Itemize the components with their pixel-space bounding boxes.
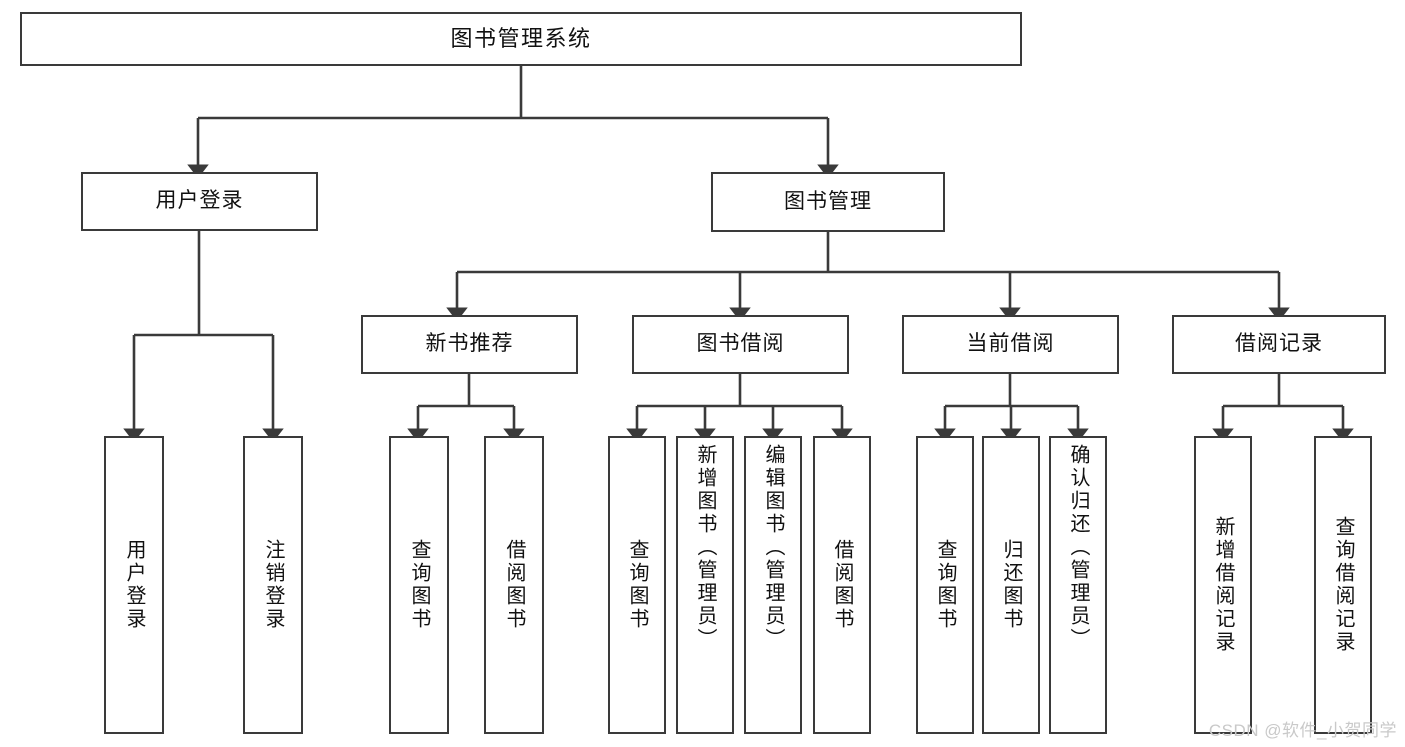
- node-leaf-query-record-label: 查询借阅记录: [1332, 516, 1354, 654]
- node-book-borrow[interactable]: 图书借阅: [632, 315, 849, 374]
- node-current-borrow[interactable]: 当前借阅: [902, 315, 1119, 374]
- watermark: CSDN @软件_小贺同学: [1208, 721, 1397, 740]
- node-leaf-query-book-3[interactable]: 查询图书: [916, 436, 974, 734]
- node-leaf-confirm-return[interactable]: 确认归还（管理员）: [1049, 436, 1107, 734]
- node-leaf-add-book-label: 新增图书（管理员）: [694, 444, 716, 651]
- node-leaf-add-book[interactable]: 新增图书（管理员）: [676, 436, 734, 734]
- node-leaf-confirm-return-label: 确认归还（管理员）: [1067, 444, 1089, 651]
- node-borrow-record-label: 借阅记录: [1235, 332, 1323, 356]
- node-leaf-return-book-label: 归还图书: [1000, 539, 1022, 631]
- node-leaf-borrow-book-1[interactable]: 借阅图书: [484, 436, 544, 734]
- node-leaf-add-record-label: 新增借阅记录: [1212, 516, 1234, 654]
- node-book-management[interactable]: 图书管理: [711, 172, 945, 232]
- node-leaf-user-login[interactable]: 用户登录: [104, 436, 164, 734]
- node-leaf-query-book-3-label: 查询图书: [934, 539, 956, 631]
- node-new-book-recommend-label: 新书推荐: [425, 332, 514, 356]
- node-leaf-borrow-book-1-label: 借阅图书: [503, 539, 525, 631]
- node-root[interactable]: 图书管理系统: [20, 12, 1022, 66]
- node-current-borrow-label: 当前借阅: [966, 332, 1055, 356]
- node-leaf-edit-book-label: 编辑图书（管理员）: [762, 444, 784, 651]
- node-leaf-query-book-1[interactable]: 查询图书: [389, 436, 449, 734]
- node-user-login-label: 用户登录: [155, 189, 244, 213]
- node-leaf-borrow-book-2[interactable]: 借阅图书: [813, 436, 871, 734]
- node-leaf-edit-book[interactable]: 编辑图书（管理员）: [744, 436, 802, 734]
- node-user-login[interactable]: 用户登录: [81, 172, 318, 231]
- node-leaf-logout-login[interactable]: 注销登录: [243, 436, 303, 734]
- node-leaf-return-book[interactable]: 归还图书: [982, 436, 1040, 734]
- node-new-book-recommend[interactable]: 新书推荐: [361, 315, 578, 374]
- node-leaf-user-login-label: 用户登录: [123, 539, 145, 631]
- node-leaf-query-record[interactable]: 查询借阅记录: [1314, 436, 1372, 734]
- node-root-label: 图书管理系统: [450, 26, 592, 52]
- node-leaf-query-book-2[interactable]: 查询图书: [608, 436, 666, 734]
- node-borrow-record[interactable]: 借阅记录: [1172, 315, 1386, 374]
- node-leaf-query-book-1-label: 查询图书: [408, 539, 430, 631]
- node-book-management-label: 图书管理: [784, 189, 872, 213]
- node-book-borrow-label: 图书借阅: [696, 332, 785, 356]
- node-leaf-add-record[interactable]: 新增借阅记录: [1194, 436, 1252, 734]
- node-leaf-logout-login-label: 注销登录: [262, 539, 284, 631]
- node-leaf-query-book-2-label: 查询图书: [626, 539, 648, 631]
- node-leaf-borrow-book-2-label: 借阅图书: [831, 539, 853, 631]
